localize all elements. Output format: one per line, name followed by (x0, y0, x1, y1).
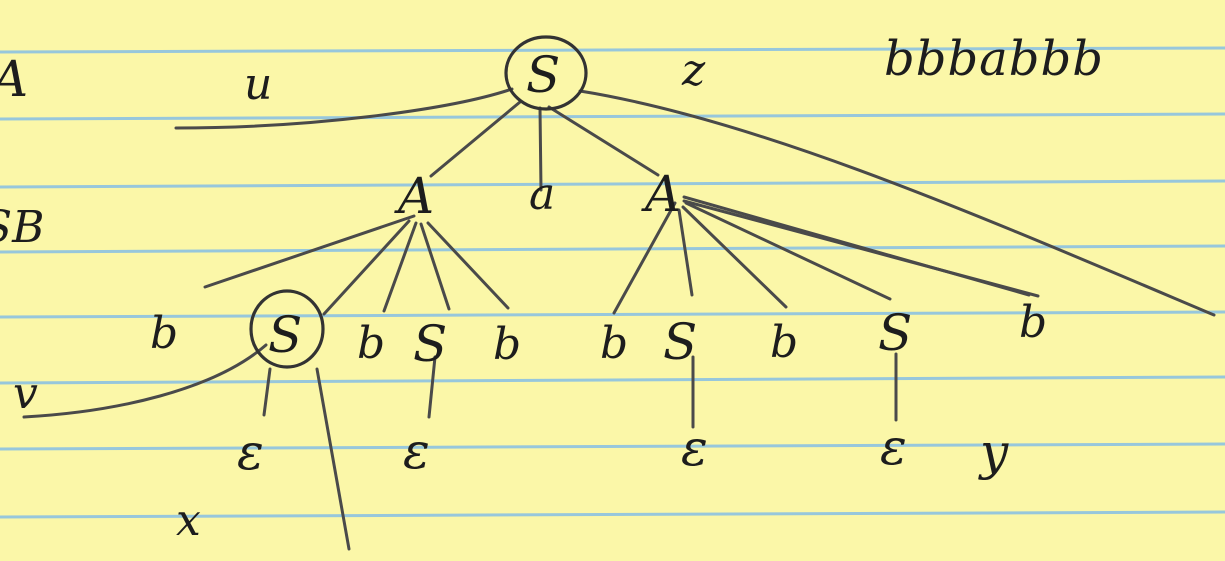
tree-edges (22, 87, 1216, 551)
rule-line (0, 375, 1225, 385)
rule-line (0, 310, 1225, 319)
edge-right-a-b1 (612, 201, 677, 315)
epsilon-2-label: ε (403, 422, 430, 480)
epsilon-4-label: ε (880, 418, 907, 476)
root-circle (504, 35, 588, 111)
x-marker-line (315, 367, 351, 551)
left-s1-label: S (268, 306, 302, 364)
right-s2-label: S (878, 304, 912, 362)
right-a-label: A (641, 165, 681, 223)
y-label: y (978, 423, 1009, 481)
rule-line (0, 179, 1225, 189)
edge-left-a-b3 (426, 221, 510, 310)
ruled-lines (0, 46, 1225, 519)
root-s-label: S (526, 46, 560, 104)
right-b3-label: b (1019, 297, 1047, 348)
left-a-label: A (394, 167, 434, 225)
left-edge-label-middle: SB (0, 202, 44, 253)
u-label: u (244, 59, 272, 110)
epsilon-3-label: ε (681, 419, 708, 477)
edge-left-a-b1 (203, 214, 416, 289)
z-marker-line (578, 89, 1216, 317)
edge-root-right-a (547, 105, 660, 177)
left-b1-label: b (150, 308, 178, 359)
a-label: a (529, 169, 555, 220)
left-edge-label-top: A (0, 50, 28, 108)
edge-right-a-b3-double (682, 199, 1040, 298)
rule-line (0, 442, 1225, 451)
rule-line (0, 510, 1225, 519)
edge-root-a (538, 106, 543, 192)
left-b2-label: b (357, 318, 385, 369)
right-b1-label: b (600, 318, 628, 369)
v-label: v (13, 368, 38, 419)
edge-root-left-a (429, 100, 522, 178)
nested-s-circle (249, 289, 325, 369)
z-label: z (681, 45, 706, 96)
edge-right-a-b2 (681, 205, 788, 309)
rule-line (0, 244, 1225, 254)
edge-left-a-s1 (322, 219, 411, 316)
right-b2-label: b (770, 317, 798, 368)
x-label: x (176, 495, 201, 546)
left-s2-label: S (413, 315, 447, 373)
rule-line (0, 112, 1225, 121)
edge-left-a-b2 (382, 221, 418, 313)
epsilon-1-label: ε (237, 423, 264, 481)
edge-right-a-s2 (684, 201, 892, 301)
string-label: bbbabbb (884, 31, 1104, 87)
right-s1-label: S (663, 313, 697, 371)
edge-left-a-s2 (419, 222, 451, 311)
u-marker-line (174, 87, 514, 130)
edge-left-s2-epsilon (427, 355, 437, 419)
handwritten-labels: A SB u S z bbbabbb A a A b S b S b b S b… (0, 31, 1104, 546)
edge-right-a-s1 (677, 208, 694, 297)
rule-line (0, 46, 1225, 54)
v-marker-line (22, 343, 268, 419)
edge-left-s1-epsilon (262, 367, 272, 417)
left-b3-label: b (493, 319, 521, 370)
